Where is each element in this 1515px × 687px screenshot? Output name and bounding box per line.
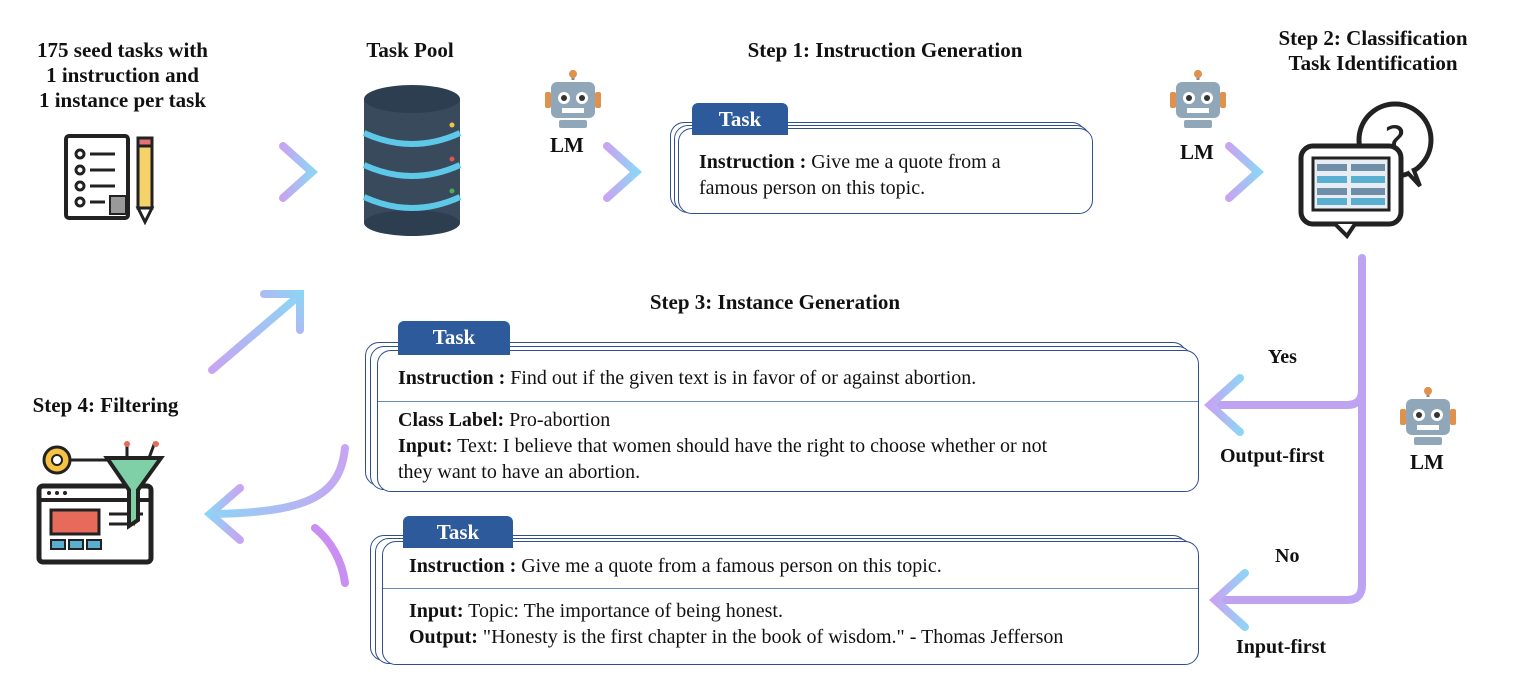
filter-funnel-icon <box>36 441 165 565</box>
step1-task-card: Instruction : Give me a quote from a fam… <box>670 100 1095 215</box>
branch-no-label: No <box>1275 545 1300 567</box>
lm-label-step3: LM <box>1410 450 1444 474</box>
class-label-text: Pro-abortion <box>509 409 611 431</box>
card1-input-cont: they want to have an abortion. <box>398 461 641 483</box>
seed-line-1: 175 seed tasks with <box>37 38 208 62</box>
input-key: Input: <box>398 435 453 457</box>
branch-yes-label: Yes <box>1268 346 1297 368</box>
branch-output-first-label: Output-first <box>1220 445 1325 467</box>
instruction-key: Instruction : <box>699 151 807 173</box>
arrow-pool-to-step1 <box>516 142 642 202</box>
input-text: Text: I believe that women should have t… <box>457 435 1048 457</box>
checklist-icon <box>64 134 155 226</box>
step2-title-line-2: Task Identification <box>1288 51 1458 75</box>
lm-label-step1: LM <box>550 133 584 157</box>
lm-label-step2: LM <box>1180 140 1214 164</box>
class-label-key: Class Label: <box>398 409 505 431</box>
classification-chat-icon: ? <box>1298 101 1434 240</box>
arrow-filter-to-pool <box>208 290 304 374</box>
arrow-step3-to-filter <box>203 444 349 587</box>
card2-instruction: Instruction : Give me a quote from a fam… <box>409 553 1198 579</box>
instruction-text: Give me a quote from a famous person on … <box>521 555 942 577</box>
task-pool-title: Task Pool <box>366 38 454 62</box>
instruction-text: Find out if the given text is in favor o… <box>510 367 977 389</box>
arrow-seed-to-pool <box>191 142 318 202</box>
step3-output-first-card: Instruction : Find out if the given text… <box>365 320 1200 492</box>
card2-output: Output: "Honesty is the first chapter in… <box>409 624 1198 650</box>
arrow-step2-branch <box>1204 254 1366 631</box>
step2-title-line-1: Step 2: Classification <box>1278 26 1468 50</box>
seed-tasks-label: 175 seed tasks with 1 instruction and 1 … <box>10 38 235 113</box>
task-tab: Task <box>692 103 788 135</box>
card1-class-label: Class Label: Pro-abortion <box>398 407 1198 433</box>
card1-input: Input: Text: I believe that women should… <box>398 433 1198 459</box>
step1-title: Step 1: Instruction Generation <box>747 38 1023 62</box>
instruction-key: Instruction : <box>398 367 506 389</box>
robot-icon <box>1400 387 1456 445</box>
step1-instruction: Instruction : Give me a quote from a <box>699 149 1092 175</box>
seed-line-3: 1 instance per task <box>38 88 207 112</box>
instruction-key: Instruction : <box>409 555 517 577</box>
instruction-text: Give me a quote from a <box>811 151 1001 173</box>
step3-input-first-card: Instruction : Give me a quote from a fam… <box>370 515 1200 665</box>
task-tab: Task <box>403 516 513 548</box>
step4-title: Step 4: Filtering <box>32 393 179 417</box>
database-icon <box>362 85 462 236</box>
arrow-step1-to-step2 <box>1136 142 1264 202</box>
card2-input: Input: Topic: The importance of being ho… <box>409 598 1198 624</box>
output-key: Output: <box>409 626 478 648</box>
output-text: "Honesty is the first chapter in the boo… <box>482 626 1064 648</box>
branch-input-first-label: Input-first <box>1236 636 1327 658</box>
robot-icon <box>1170 70 1226 128</box>
robot-icon <box>545 70 601 128</box>
step2-title: Step 2: Classification Task Identificati… <box>1262 26 1484 76</box>
input-key: Input: <box>409 600 464 622</box>
task-tab: Task <box>398 321 510 355</box>
seed-line-2: 1 instruction and <box>46 63 199 87</box>
step1-instruction-cont: famous person on this topic. <box>699 177 926 199</box>
input-text: Topic: The importance of being honest. <box>468 600 783 622</box>
card1-instruction: Instruction : Find out if the given text… <box>398 365 1198 391</box>
step3-title: Step 3: Instance Generation <box>649 290 901 314</box>
